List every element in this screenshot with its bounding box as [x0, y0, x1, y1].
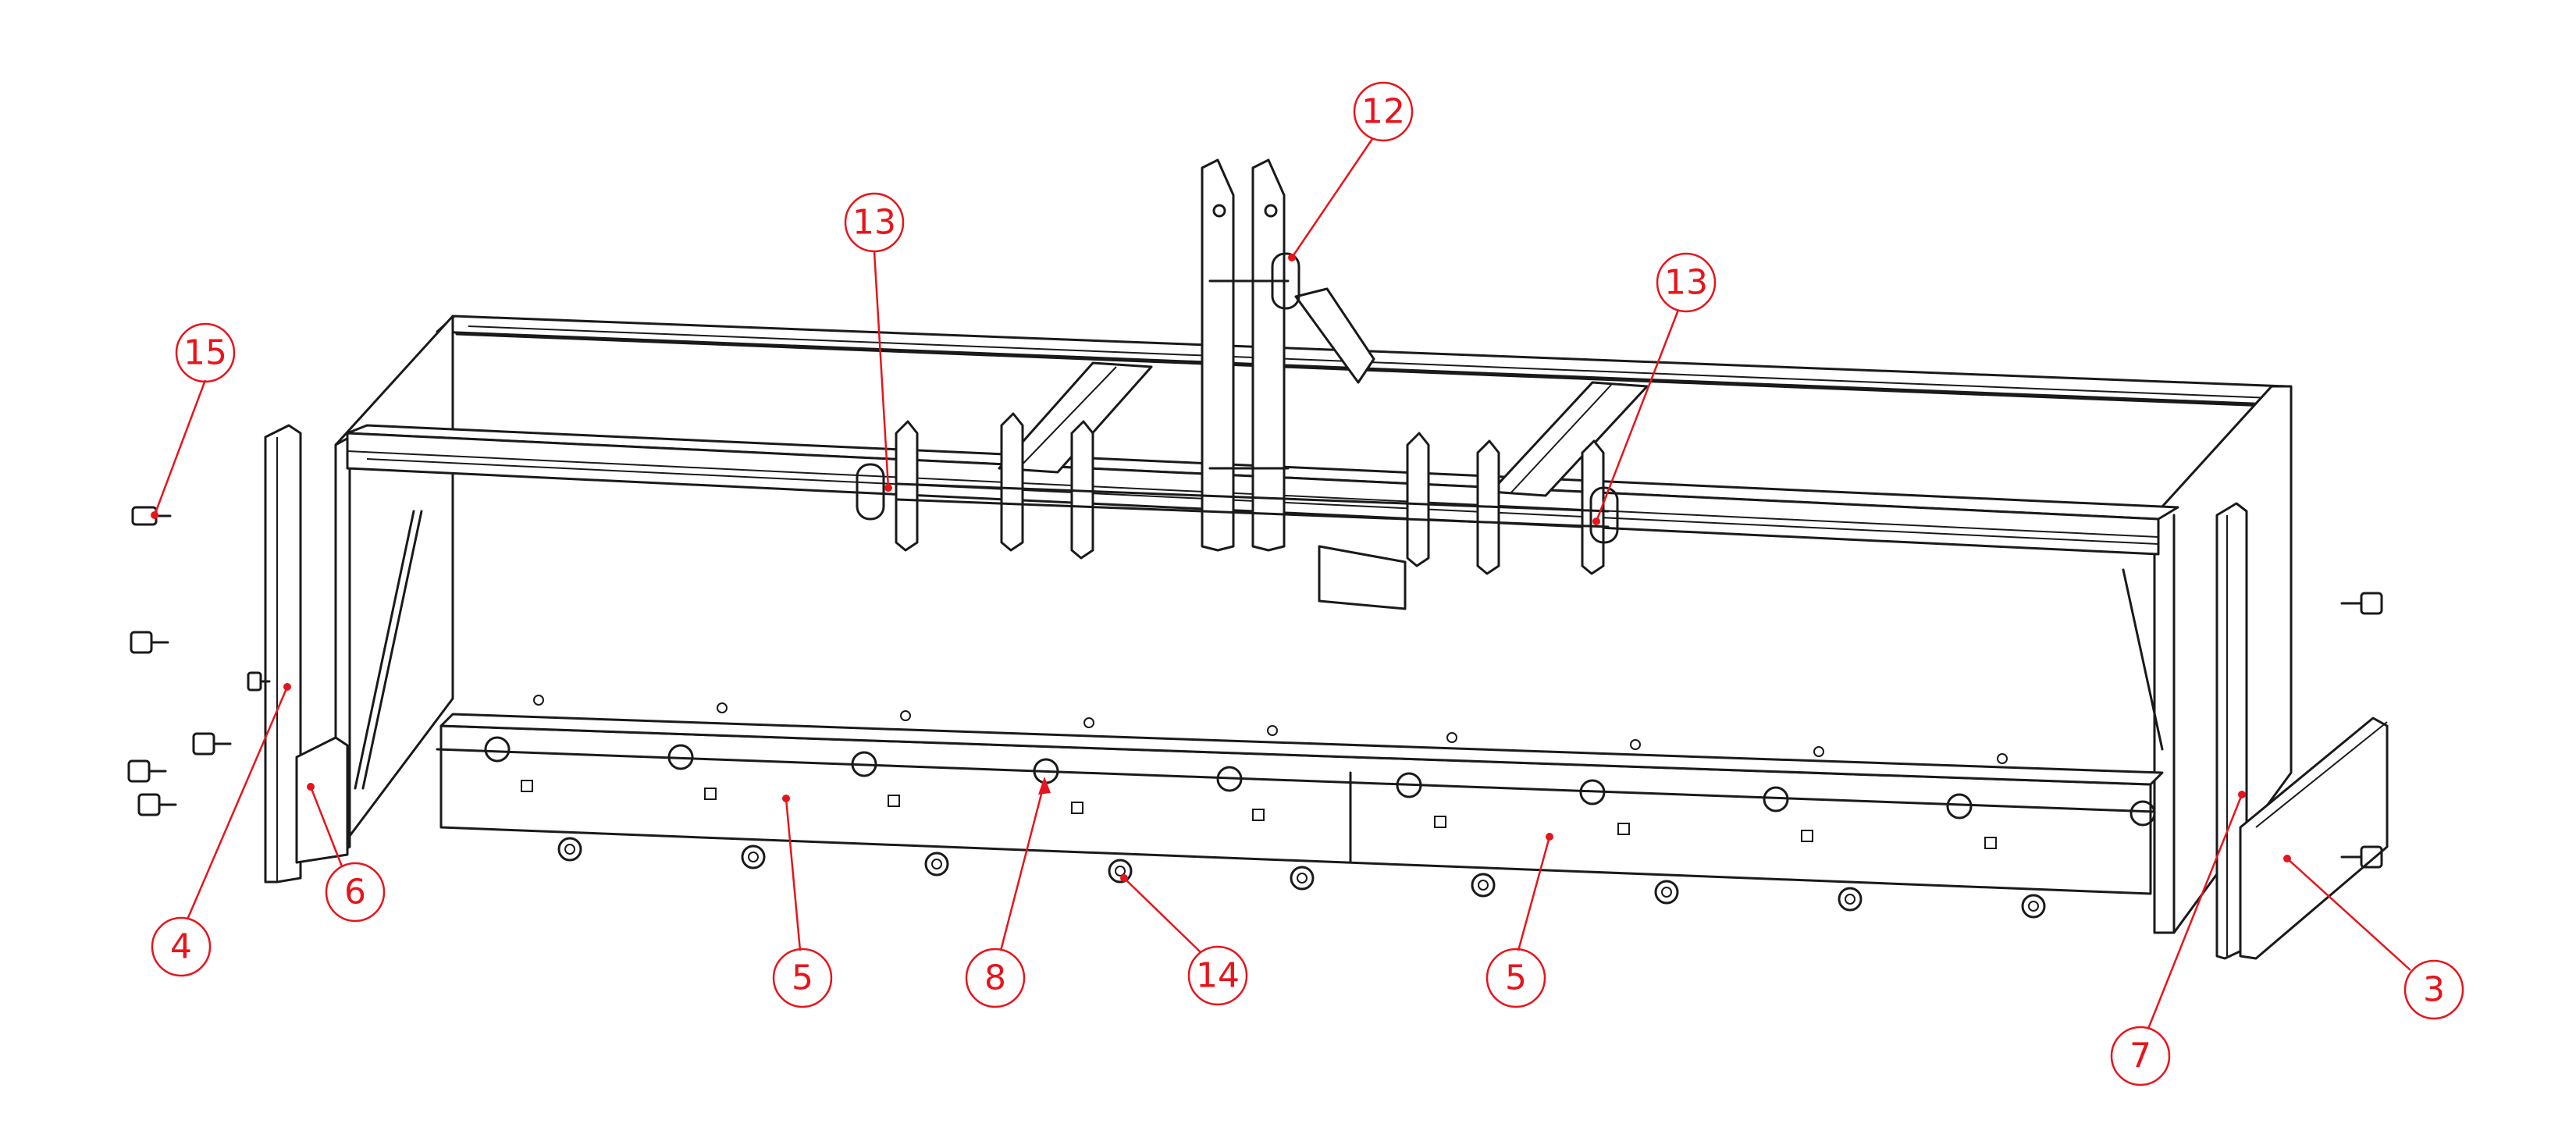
left-side-wall [334, 315, 454, 856]
lower-link-plates [895, 412, 1610, 575]
right-outer-plate [2239, 717, 2389, 960]
left-outer-plate [264, 424, 302, 884]
exploded-bolts-left [127, 506, 271, 816]
exploded-bolts-right [2340, 592, 2383, 869]
lower-nuts [557, 837, 2046, 919]
callout-15: 15 [151, 322, 236, 519]
left-inner-plate [295, 736, 349, 864]
callout-7: 7 [2110, 791, 2246, 1086]
callout-13-left: 13 [844, 192, 905, 492]
callout-6: 6 [307, 783, 386, 923]
callout-label: 5 [792, 958, 813, 998]
callout-label: 14 [1196, 956, 1240, 996]
callout-label: 7 [2129, 1037, 2151, 1076]
upper-bolt-holes [533, 695, 2008, 764]
callout-label: 6 [344, 873, 366, 912]
callout-5-left: 5 [772, 795, 833, 1008]
callout-label: 13 [852, 203, 896, 243]
callout-8: 8 [965, 777, 1051, 1008]
callout-label: 15 [183, 333, 227, 373]
linch-pins [856, 252, 1619, 544]
callout-label: 5 [1505, 958, 1527, 998]
callout-13-right: 13 [1592, 252, 1717, 525]
square-slots [521, 780, 1997, 849]
callout-label: 3 [2423, 970, 2445, 1010]
callout-5-right: 5 [1485, 833, 1553, 1008]
blade-bolts [484, 736, 2156, 827]
callout-12: 12 [1288, 81, 1414, 261]
callout-label: 8 [984, 958, 1006, 998]
callout-label: 4 [170, 927, 192, 967]
cutting-edge-assembly [436, 713, 2164, 895]
center-cross-rails [998, 361, 1649, 497]
callout-4: 4 [151, 683, 291, 977]
callout-3: 3 [2283, 855, 2464, 1020]
callout-label: 13 [1664, 263, 1708, 303]
callout-label: 12 [1361, 92, 1405, 132]
hitch-a-frame [1201, 158, 1407, 610]
callout-14: 14 [1120, 874, 1248, 1006]
